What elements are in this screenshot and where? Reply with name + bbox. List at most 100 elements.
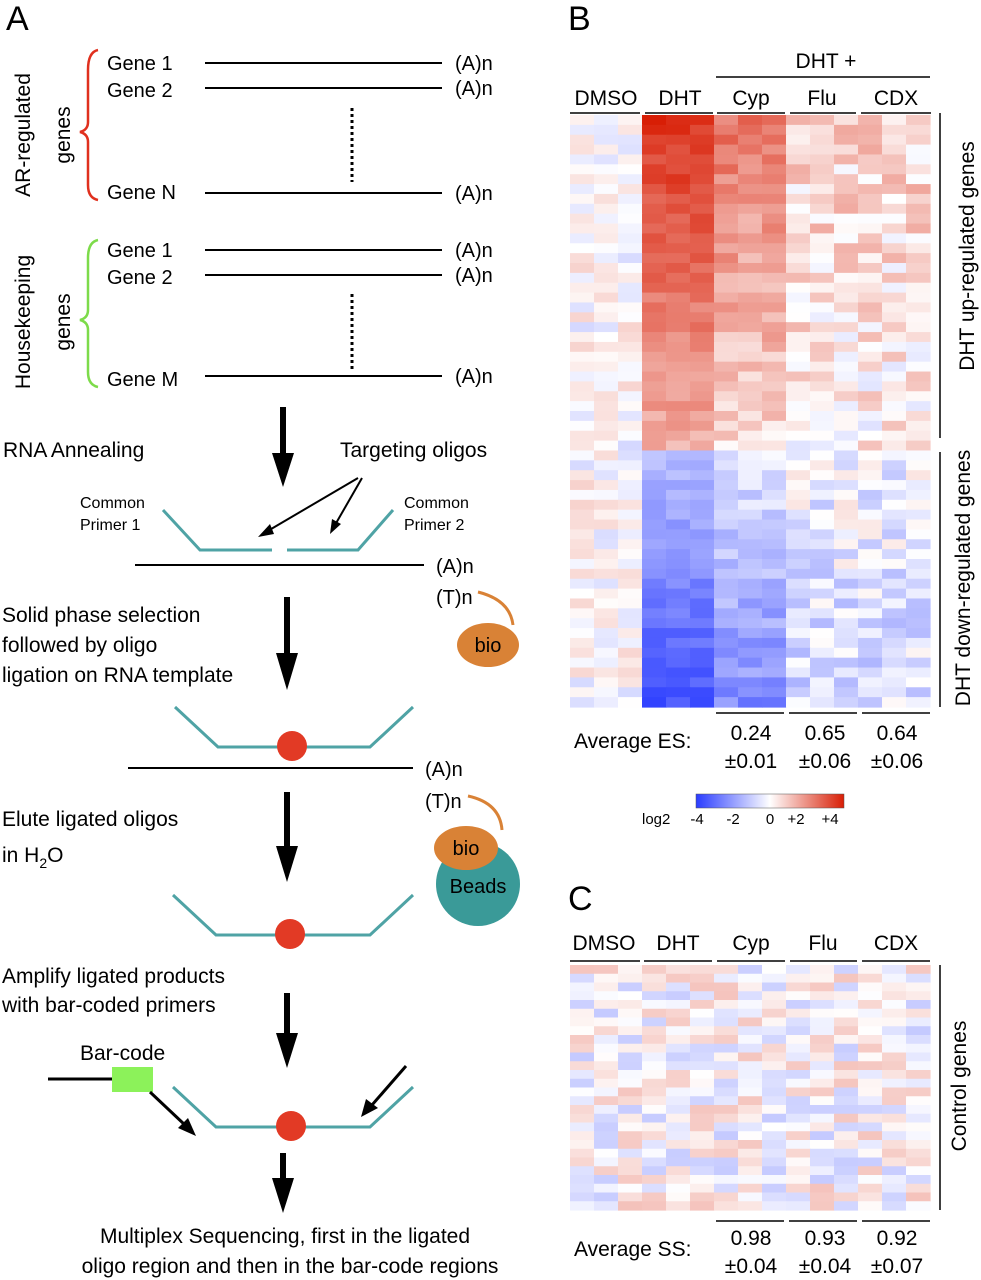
col-flu-b: Flu bbox=[807, 87, 836, 110]
heatmap-cell bbox=[738, 312, 763, 323]
heatmap-cell bbox=[762, 391, 787, 402]
heatmap-cell bbox=[786, 1183, 811, 1194]
hk-gene-m-polya: (A)n bbox=[455, 366, 493, 388]
heatmap-cell bbox=[858, 991, 883, 1001]
heatmap-cell bbox=[882, 144, 907, 156]
heatmap-cell bbox=[690, 1087, 715, 1097]
housekeeping-brace bbox=[79, 238, 99, 389]
heatmap-cell bbox=[906, 371, 931, 382]
heatmap-cell bbox=[858, 322, 883, 333]
heatmap-cell bbox=[738, 1122, 763, 1132]
heatmap-cell bbox=[762, 539, 787, 550]
heatmap-cell bbox=[834, 1122, 859, 1132]
ligation-dot-1 bbox=[277, 731, 307, 761]
step-amplify-1: Amplify ligated products bbox=[2, 965, 225, 988]
heatmap-cell bbox=[834, 282, 859, 294]
heatmap-cell bbox=[594, 361, 619, 373]
heatmap-cell bbox=[786, 1148, 811, 1159]
heatmap-cell bbox=[882, 302, 907, 313]
heatmap-cell bbox=[594, 1017, 619, 1027]
heatmap-cell bbox=[642, 203, 667, 215]
heatmap-cell bbox=[690, 1017, 715, 1027]
es-cdx-value: 0.64 bbox=[877, 722, 918, 745]
heatmap-cell bbox=[714, 1192, 739, 1202]
heatmap-cell bbox=[738, 450, 763, 461]
heatmap-cell bbox=[762, 1061, 787, 1071]
heatmap-cell bbox=[666, 144, 691, 156]
heatmap-cell bbox=[690, 401, 715, 412]
heatmap-cell bbox=[786, 381, 811, 392]
heatmap-cell bbox=[738, 1017, 763, 1027]
heatmap-cell bbox=[714, 618, 739, 629]
average-es-label: Average ES: bbox=[574, 730, 692, 753]
heatmap-cell bbox=[570, 1140, 595, 1150]
heatmap-cell bbox=[858, 115, 883, 126]
heatmap-cell bbox=[786, 687, 811, 698]
heatmap-cell bbox=[618, 1043, 643, 1054]
heatmap-cell bbox=[810, 401, 835, 412]
heatmap-cell bbox=[786, 489, 811, 501]
heatmap-cell bbox=[786, 1000, 811, 1010]
heatmap-cell bbox=[810, 450, 835, 461]
heatmap-cell bbox=[642, 322, 667, 333]
heatmap-cell bbox=[906, 430, 931, 442]
heatmap-cell bbox=[762, 1157, 787, 1167]
heatmap-cell bbox=[618, 539, 643, 550]
heatmap-cell bbox=[690, 549, 715, 560]
heatmap-cell bbox=[738, 991, 763, 1001]
heatmap-cell bbox=[810, 568, 835, 580]
heatmap-cell bbox=[642, 420, 667, 432]
heatmap-cell bbox=[834, 1175, 859, 1185]
heatmap-cell bbox=[714, 982, 739, 992]
heatmap-cell bbox=[594, 1157, 619, 1167]
heatmap-cell bbox=[762, 1017, 787, 1027]
heatmap-cell bbox=[738, 1096, 763, 1106]
heatmap-cell bbox=[810, 115, 835, 126]
up-genes-label: DHT up-regulated genes bbox=[956, 141, 979, 371]
heatmap-cell bbox=[786, 568, 811, 580]
heatmap-cell bbox=[810, 1070, 835, 1080]
heatmap-cell bbox=[642, 115, 667, 126]
heatmap-cell bbox=[570, 578, 595, 590]
heatmap-cell bbox=[642, 1096, 667, 1106]
heatmap-cell bbox=[906, 1148, 931, 1159]
heatmap-cell bbox=[834, 480, 859, 491]
heatmap-cell bbox=[810, 391, 835, 402]
ss-cdx-value: 0.92 bbox=[877, 1227, 918, 1250]
heatmap-cell bbox=[594, 489, 619, 501]
heatmap-cell bbox=[714, 213, 739, 225]
heatmap-cell bbox=[834, 164, 859, 175]
heatmap-cell bbox=[690, 509, 715, 521]
heatmap-cell bbox=[666, 193, 691, 205]
heatmap-cell bbox=[570, 381, 595, 392]
ligation-dot-2 bbox=[275, 919, 305, 949]
heatmap-cell bbox=[618, 628, 643, 639]
heatmap-cell bbox=[810, 263, 835, 274]
heatmap-cell bbox=[882, 233, 907, 244]
heatmap-cell bbox=[714, 1148, 739, 1159]
heatmap-cell bbox=[666, 489, 691, 501]
heatmap-cell bbox=[810, 529, 835, 540]
common-primer-2-label-2: Primer 2 bbox=[404, 517, 465, 534]
heatmap-cell bbox=[690, 1192, 715, 1202]
heatmap-cell bbox=[858, 134, 883, 146]
heatmap-cell bbox=[618, 1035, 643, 1045]
heatmap-cell bbox=[762, 1078, 787, 1089]
heatmap-cell bbox=[594, 578, 619, 590]
heatmap-cell bbox=[810, 1157, 835, 1167]
heatmap-cell bbox=[570, 1008, 595, 1019]
heatmap-cell bbox=[714, 1026, 739, 1036]
heatmap-cell bbox=[642, 302, 667, 313]
heatmap-cell bbox=[858, 677, 883, 688]
ar-gene-n-label: Gene N bbox=[107, 182, 176, 204]
heatmap-cell bbox=[570, 1148, 595, 1159]
heatmap-cell bbox=[594, 519, 619, 530]
heatmap-cell bbox=[666, 361, 691, 373]
heatmap-cell bbox=[714, 637, 739, 649]
heatmap-cell bbox=[666, 559, 691, 570]
heatmap-cell bbox=[666, 687, 691, 698]
heatmap-cell bbox=[834, 341, 859, 353]
heatmap-cell bbox=[618, 559, 643, 570]
heatmap-cell bbox=[666, 1122, 691, 1132]
heatmap-cell bbox=[594, 341, 619, 353]
